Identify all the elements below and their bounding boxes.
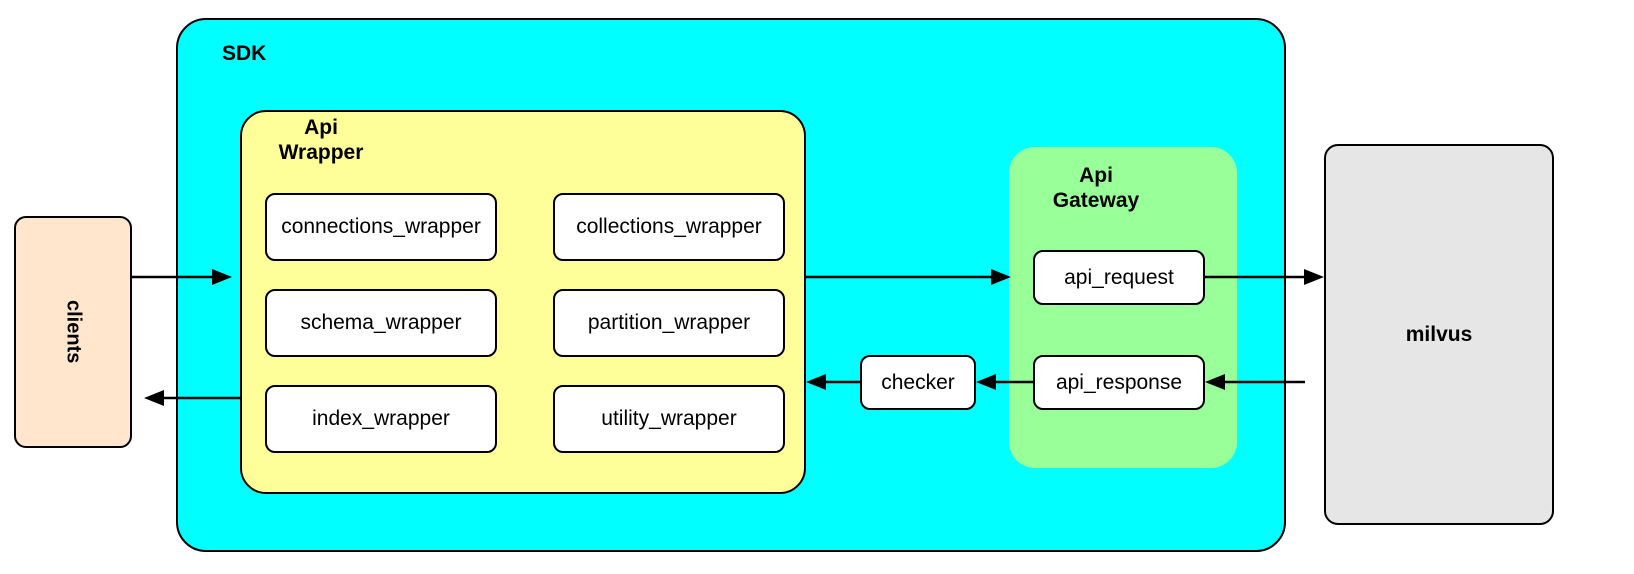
clients-node[interactable]: clients (14, 216, 132, 448)
wrapper-collections[interactable]: collections_wrapper (553, 193, 785, 261)
checker-node[interactable]: checker (860, 355, 976, 410)
api-wrapper-label: Api Wrapper (278, 116, 364, 164)
sdk-label: SDK (222, 42, 267, 65)
arrow-checker-to-api-wrapper (806, 374, 860, 390)
wrapper-schema[interactable]: schema_wrapper (265, 289, 497, 357)
wrapper-connections[interactable]: connections_wrapper (265, 193, 497, 261)
arrow-clients-to-api-wrapper (132, 269, 232, 285)
arrow-milvus-to-api-response (1205, 374, 1305, 390)
arrow-api-request-to-milvus (1205, 269, 1324, 285)
arrow-api-wrapper-to-clients (144, 390, 240, 406)
api-response-node[interactable]: api_response (1033, 355, 1205, 410)
api-request-node[interactable]: api_request (1033, 250, 1205, 305)
wrapper-partition[interactable]: partition_wrapper (553, 289, 785, 357)
arrow-api-response-to-checker (976, 374, 1033, 390)
api-gateway-label: Api Gateway (1052, 164, 1140, 212)
milvus-label: milvus (1405, 322, 1473, 346)
api-gateway-container[interactable] (1009, 147, 1237, 468)
clients-label: clients (62, 300, 85, 364)
wrapper-index[interactable]: index_wrapper (265, 385, 497, 453)
arrow-api-wrapper-to-api-gateway (806, 269, 1011, 285)
wrapper-utility[interactable]: utility_wrapper (553, 385, 785, 453)
milvus-node[interactable]: milvus (1324, 144, 1554, 525)
